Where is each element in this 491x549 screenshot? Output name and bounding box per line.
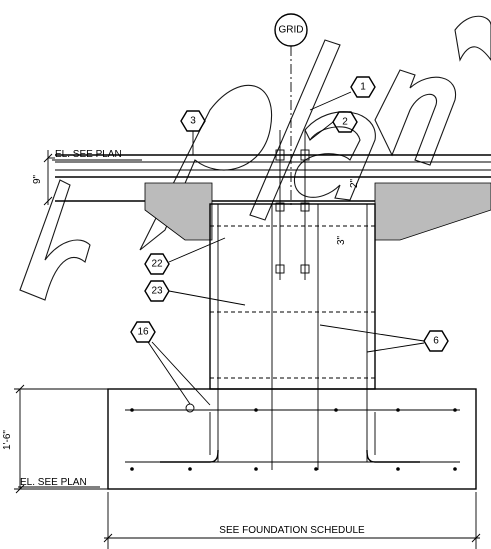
watermark <box>19 15 491 301</box>
bottom-dimension: SEE FOUNDATION SCHEDULE <box>103 492 481 549</box>
callout-2: 2 <box>309 111 358 141</box>
grid-marker: GRID <box>274 13 308 205</box>
footing <box>107 388 477 490</box>
slab-thickness-label: 9" <box>32 174 43 184</box>
elevation-top-label: EL. SEE PLAN <box>55 149 122 160</box>
callout-6: 6 <box>319 324 449 353</box>
dim-3-label: 3" <box>336 235 347 245</box>
svg-text:6: 6 <box>433 336 439 347</box>
pier <box>209 130 376 470</box>
callout-3: 3 <box>180 110 206 155</box>
foundation-label: SEE FOUNDATION SCHEDULE <box>219 525 365 536</box>
elevation-bottom-label: EL. SEE PLAN <box>20 477 87 488</box>
svg-text:3: 3 <box>190 116 196 127</box>
callout-23: 23 <box>144 280 246 306</box>
callout-22: 22 <box>144 237 226 275</box>
gravel-fill <box>144 182 491 241</box>
dim-2-label: 2" <box>349 178 360 188</box>
footing-depth-label: 1'-6" <box>2 430 13 450</box>
grid-label: GRID <box>279 25 304 36</box>
callout-16: 16 <box>130 321 211 406</box>
svg-text:2: 2 <box>342 117 348 128</box>
svg-text:23: 23 <box>151 286 163 297</box>
left-dimensions: EL. SEE PLAN 9" 1'-6" EL. SEE PLAN 2" 3" <box>2 149 360 494</box>
svg-text:22: 22 <box>151 259 163 270</box>
callout-1: 1 <box>309 76 376 111</box>
callouts: 1 2 3 22 23 16 <box>130 76 449 406</box>
svg-text:16: 16 <box>137 327 149 338</box>
svg-text:1: 1 <box>360 82 366 93</box>
